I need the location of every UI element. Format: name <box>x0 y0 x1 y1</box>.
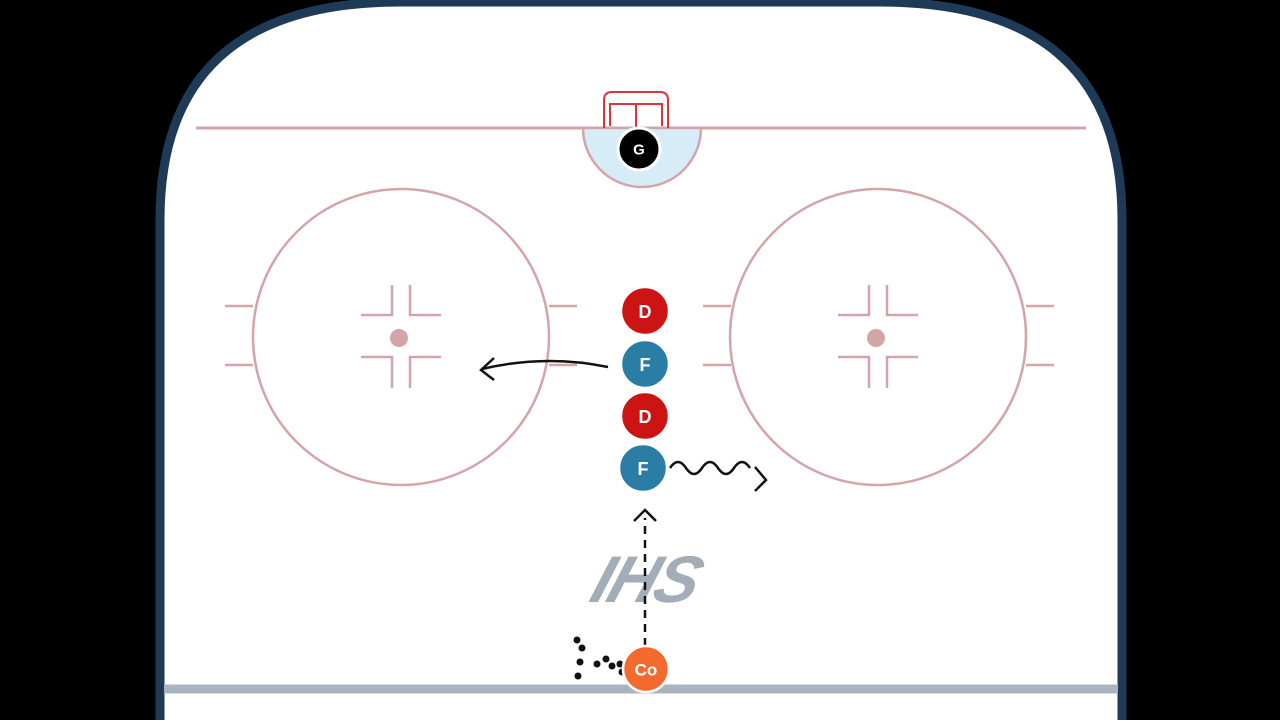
puck-pile <box>573 636 626 680</box>
player-goalie[interactable]: G <box>616 126 662 172</box>
player-defense-2[interactable]: D <box>619 390 671 442</box>
svg-text:D: D <box>639 407 652 427</box>
player-forward-2[interactable]: F <box>617 442 669 494</box>
skate-arrow-head <box>754 466 768 492</box>
svg-text:Co: Co <box>635 661 658 680</box>
coach-pass-arrow-head <box>633 508 657 522</box>
svg-text:D: D <box>639 302 652 322</box>
player-forward-1[interactable]: F <box>619 338 671 390</box>
svg-text:F: F <box>640 355 651 375</box>
left-faceoff-circle <box>225 187 577 487</box>
pass-arrow-head <box>479 357 495 381</box>
goal-net <box>603 91 669 128</box>
right-faceoff-circle <box>703 187 1054 487</box>
svg-text:G: G <box>633 142 645 159</box>
skate-with-puck-arrow <box>668 460 752 476</box>
coach-marker[interactable]: Co <box>621 644 671 694</box>
right-faceoff-dot <box>867 329 885 347</box>
left-faceoff-dot <box>390 329 408 347</box>
svg-text:F: F <box>638 459 649 479</box>
pass-arrow <box>481 359 609 371</box>
player-defense-1[interactable]: D <box>619 285 671 337</box>
